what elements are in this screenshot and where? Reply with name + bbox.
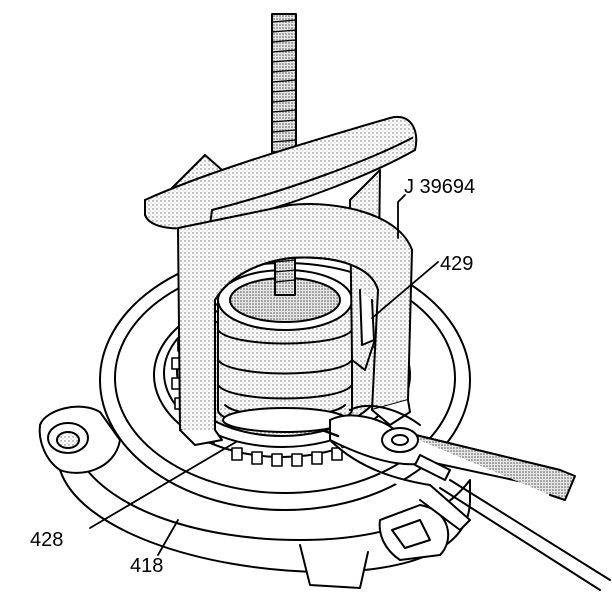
leader-418 [157, 519, 179, 556]
leader-lines [89, 194, 439, 556]
leader-429 [371, 261, 439, 319]
compressor-tool [144, 115, 418, 446]
callout-429: 429 [440, 253, 473, 275]
leader-j39694 [397, 194, 406, 239]
callout-418: 418 [130, 555, 163, 577]
clutch-piston-stack [217, 269, 353, 433]
snap-ring-pliers [320, 405, 611, 591]
callout-tool-j39694: J 39694 [404, 176, 475, 198]
callout-428: 428 [30, 529, 63, 551]
leader-428 [89, 441, 237, 529]
forcing-screw [271, 13, 297, 296]
